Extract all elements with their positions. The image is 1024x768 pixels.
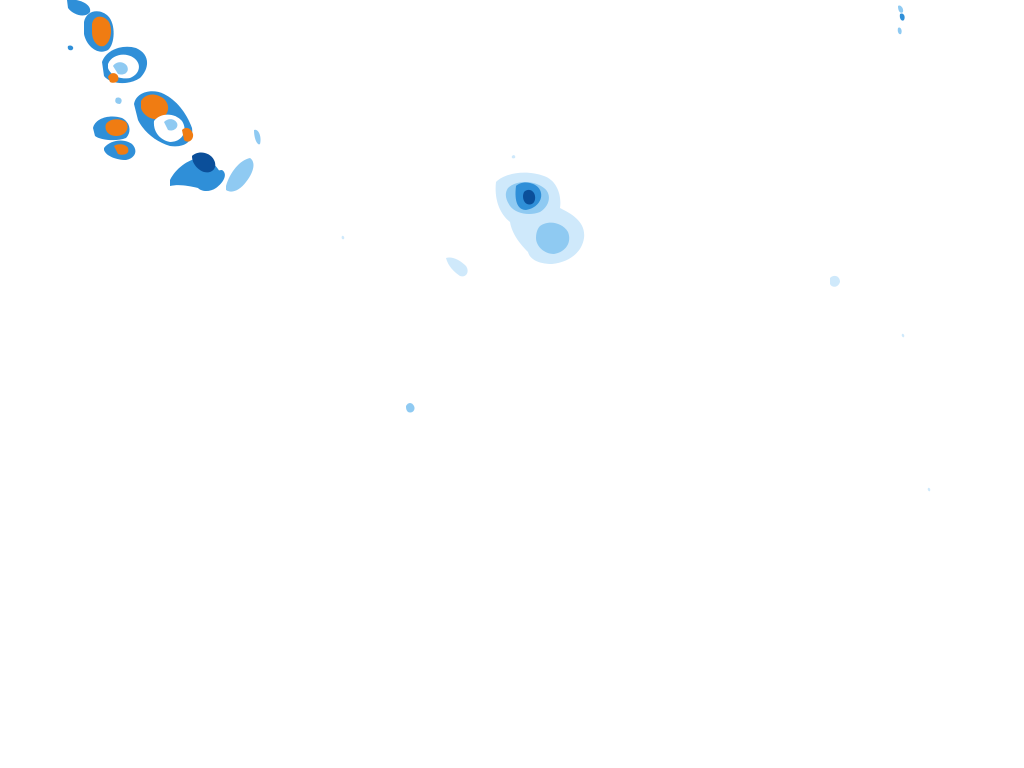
echo-region — [141, 94, 169, 120]
echo-region — [254, 129, 261, 145]
echo-region — [536, 222, 570, 254]
echo-region — [67, 0, 91, 16]
echo-region — [114, 144, 129, 155]
echo-region — [927, 487, 931, 492]
echo-region — [341, 235, 345, 240]
echo-region — [226, 158, 254, 192]
echo-region — [192, 152, 216, 173]
echo-region — [901, 333, 905, 338]
northwest-storm-band — [67, 0, 261, 192]
echo-region — [108, 73, 119, 83]
echo-region — [115, 97, 122, 104]
echo-region — [511, 155, 516, 159]
echo-region — [92, 16, 112, 47]
echo-region — [523, 189, 536, 205]
echo-region — [182, 127, 194, 142]
echo-region — [898, 5, 904, 13]
northeast-speckles — [341, 5, 931, 492]
echo-region — [899, 13, 905, 21]
central-echo-cluster — [406, 155, 585, 413]
echo-region — [198, 170, 225, 191]
echo-region — [446, 257, 468, 277]
echo-region — [897, 27, 902, 35]
echo-region — [105, 119, 128, 136]
echo-region — [164, 119, 178, 131]
echo-region — [113, 62, 128, 75]
echo-region — [67, 45, 74, 51]
echo-region — [406, 403, 415, 413]
echo-region — [830, 275, 840, 287]
